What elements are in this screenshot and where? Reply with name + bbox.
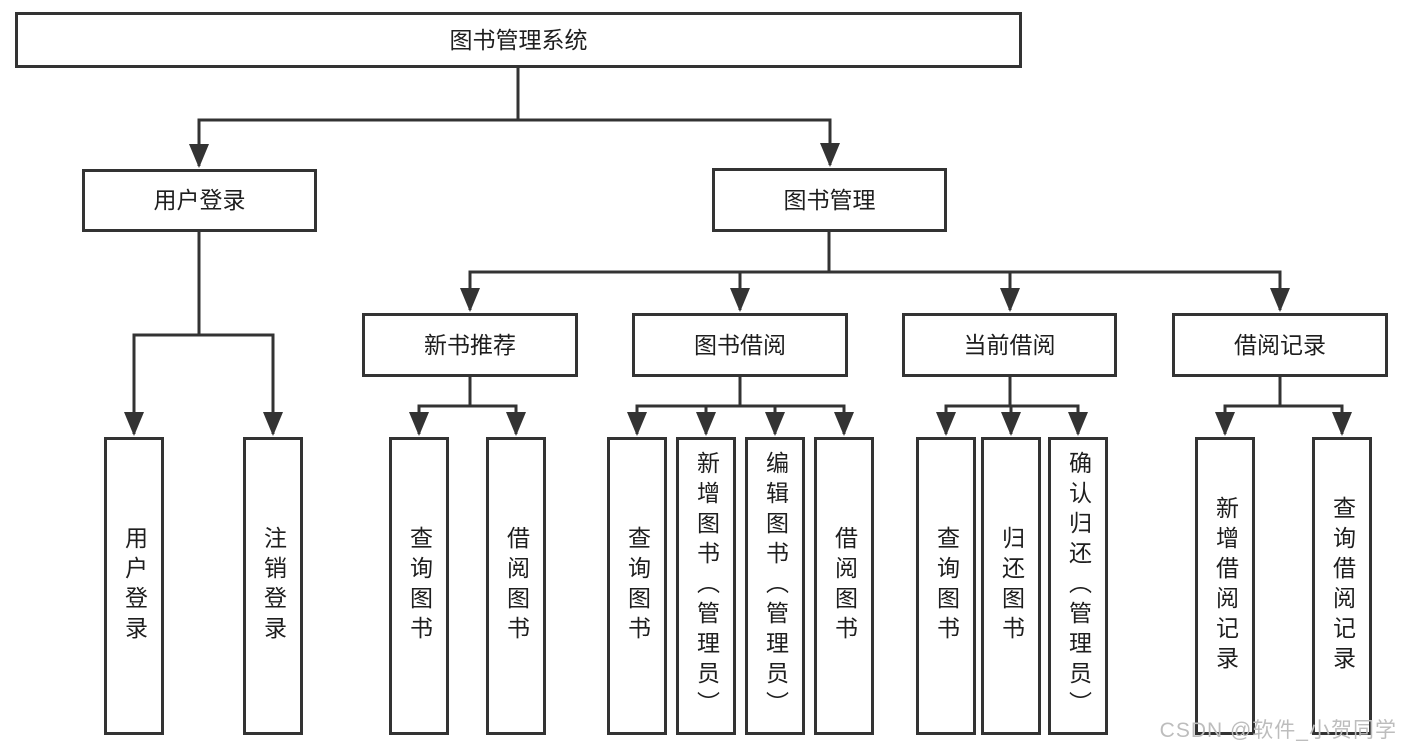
leaf-borrow-books-recommend-label: 借阅图书	[503, 526, 530, 646]
node-borrowing-records-label: 借阅记录	[1234, 331, 1326, 358]
leaf-edit-books-admin-label: 编辑图书（管理员）	[762, 451, 789, 721]
leaf-user-login-label: 用户登录	[121, 526, 148, 646]
node-borrowing-records: 借阅记录	[1172, 313, 1388, 377]
node-new-book-recommendation: 新书推荐	[362, 313, 578, 377]
leaf-query-books-current-label: 查询图书	[933, 526, 960, 646]
node-library-system: 图书管理系统	[15, 12, 1022, 68]
leaf-query-books-borrowing-label: 查询图书	[624, 526, 651, 646]
node-book-borrowing: 图书借阅	[632, 313, 848, 377]
leaf-user-login: 用户登录	[104, 437, 164, 735]
leaf-logout-label: 注销登录	[260, 526, 287, 646]
leaf-edit-books-admin: 编辑图书（管理员）	[745, 437, 805, 735]
leaf-confirm-return-admin-label: 确认归还（管理员）	[1065, 451, 1092, 721]
node-book-borrowing-label: 图书借阅	[694, 331, 786, 358]
node-new-book-recommendation-label: 新书推荐	[424, 331, 516, 358]
leaf-query-books-recommend-label: 查询图书	[406, 526, 433, 646]
leaf-query-books-recommend: 查询图书	[389, 437, 449, 735]
node-current-borrowing: 当前借阅	[902, 313, 1117, 377]
leaf-confirm-return-admin: 确认归还（管理员）	[1048, 437, 1108, 735]
connector-borrowing-records-branch	[1215, 377, 1352, 436]
connector-root-to-level2	[189, 68, 840, 168]
leaf-query-borrow-record-label: 查询借阅记录	[1329, 496, 1356, 676]
node-book-management: 图书管理	[712, 168, 947, 232]
leaf-borrow-books-label: 借阅图书	[831, 526, 858, 646]
connector-user-login-branch	[124, 232, 283, 436]
leaf-logout: 注销登录	[243, 437, 303, 735]
node-user-login-label: 用户登录	[153, 187, 246, 213]
connector-book-borrowing-branch	[627, 377, 854, 436]
leaf-borrow-books: 借阅图书	[814, 437, 874, 735]
node-library-system-label: 图书管理系统	[449, 26, 588, 53]
leaf-query-books-current: 查询图书	[916, 437, 976, 735]
connector-new-book-recommendation-branch	[409, 377, 526, 436]
leaf-add-borrow-record: 新增借阅记录	[1195, 437, 1255, 735]
node-user-login: 用户登录	[82, 169, 317, 232]
watermark: CSDN @软件_小贺同学	[1159, 719, 1397, 742]
node-book-management-label: 图书管理	[783, 186, 876, 213]
leaf-add-books-admin: 新增图书（管理员）	[676, 437, 736, 735]
connector-book-management-branch	[460, 232, 1290, 312]
leaf-query-borrow-record: 查询借阅记录	[1312, 437, 1372, 735]
leaf-return-books: 归还图书	[981, 437, 1041, 735]
leaf-borrow-books-recommend: 借阅图书	[486, 437, 546, 735]
leaf-add-borrow-record-label: 新增借阅记录	[1212, 496, 1239, 676]
node-current-borrowing-label: 当前借阅	[963, 331, 1056, 358]
leaf-return-books-label: 归还图书	[998, 526, 1025, 646]
connector-current-borrowing-branch	[936, 377, 1088, 436]
leaf-query-books-borrowing: 查询图书	[607, 437, 667, 735]
leaf-add-books-admin-label: 新增图书（管理员）	[693, 451, 720, 721]
